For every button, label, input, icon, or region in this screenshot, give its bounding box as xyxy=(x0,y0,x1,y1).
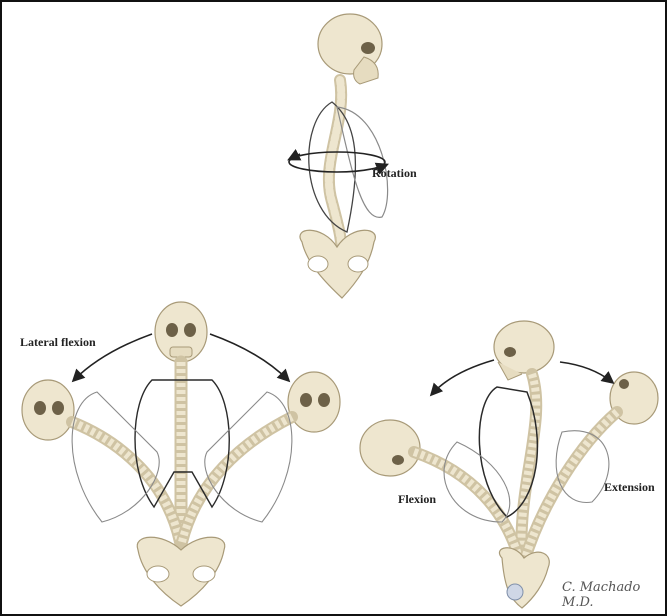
lateral-left-skull xyxy=(22,380,74,440)
rotation-label: Rotation xyxy=(372,166,417,181)
extension-label: Extension xyxy=(604,480,655,495)
rotation-skull xyxy=(318,14,382,84)
lateral-center-skull xyxy=(155,302,207,362)
rotation-figure xyxy=(289,14,388,298)
lateral-flexion-label: Lateral flexion xyxy=(20,335,96,350)
rotation-spine xyxy=(329,80,342,257)
artist-signature: C. Machado M.D. xyxy=(562,580,665,610)
flexion-extension-figure xyxy=(360,321,658,608)
neutral-skull xyxy=(494,321,554,380)
flexion-arrow xyxy=(432,360,494,394)
extension-arrow xyxy=(560,362,612,382)
rotation-ribcage-outline-rotated xyxy=(337,107,388,217)
flexion-label: Flexion xyxy=(398,492,436,507)
lateral-right-skull xyxy=(288,372,340,432)
lateral-right-arrow xyxy=(210,334,288,380)
